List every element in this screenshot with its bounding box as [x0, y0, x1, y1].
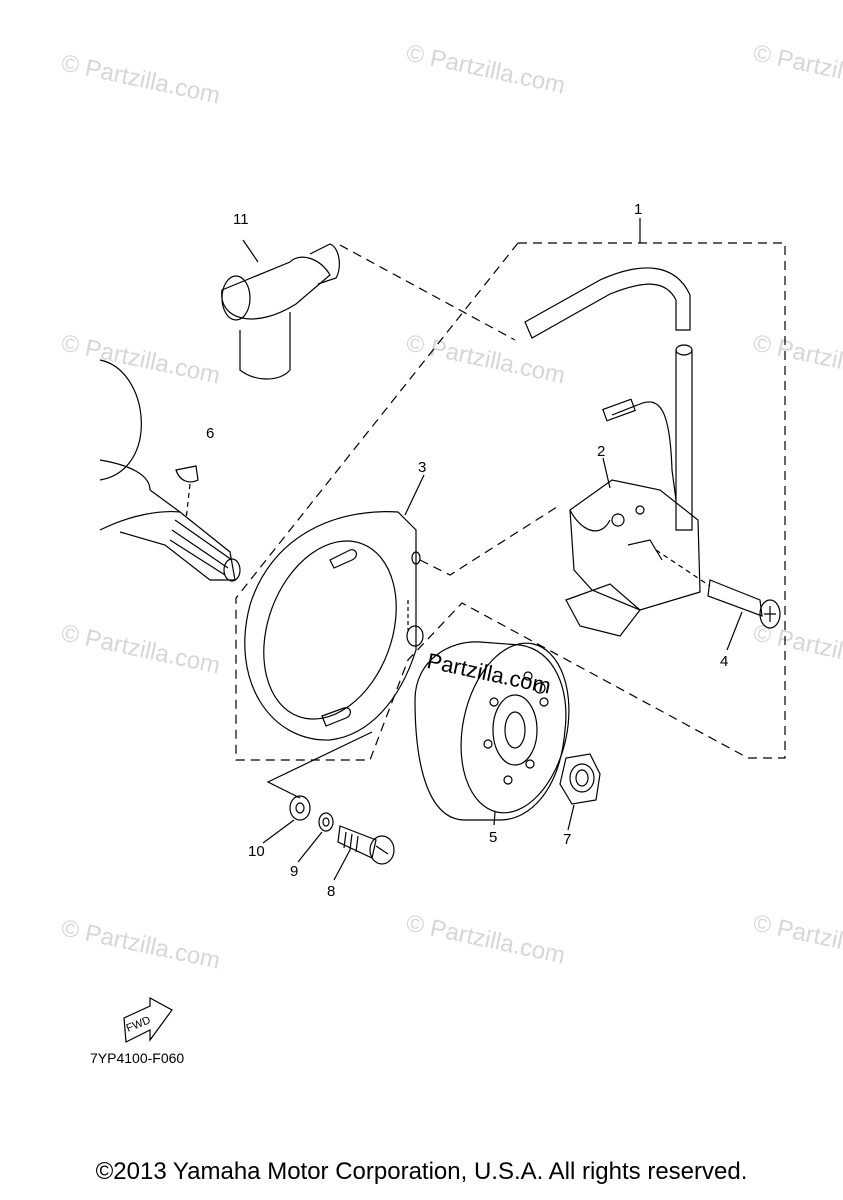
- leader-line: [262, 819, 295, 844]
- watermark: © Partzilla.com: [59, 49, 223, 109]
- callout-9: 9: [290, 863, 298, 880]
- flywheel-nut: [559, 753, 601, 805]
- leader-line: [419, 504, 561, 576]
- leader-line: [185, 483, 191, 521]
- callout-4: 4: [720, 653, 728, 670]
- callout-11: 11: [233, 211, 249, 228]
- stator-bolt: [337, 825, 395, 865]
- flywheel-rotor: [414, 641, 570, 821]
- watermark: © Partzilla.com: [751, 619, 843, 679]
- leader-line: [567, 804, 575, 831]
- woodruff-key: [175, 465, 199, 483]
- fwd-label: FWD: [125, 1014, 153, 1035]
- screw: [655, 549, 781, 629]
- leader-line: [726, 611, 743, 651]
- source-coil: [565, 479, 701, 637]
- watermark: © Partzilla.com: [404, 909, 568, 969]
- leader-line: [493, 811, 496, 826]
- sensor-wire: [611, 401, 677, 501]
- watermark: © Partzilla.com: [404, 39, 568, 99]
- callouts: 1 2 3 4 5 6 7 8 9 10 11: [206, 201, 728, 900]
- leader-line: [404, 474, 425, 516]
- callout-10: 10: [248, 843, 265, 860]
- watermark-layer: © Partzilla.com © Partzilla.com © Partzi…: [59, 39, 843, 974]
- flat-washer: [289, 795, 311, 821]
- leader-line: [297, 831, 323, 863]
- stator-plate: [244, 511, 421, 741]
- callout-8: 8: [327, 883, 335, 900]
- callout-7: 7: [563, 831, 571, 848]
- leader-line: [602, 457, 611, 489]
- wire-connector: [602, 398, 636, 422]
- callout-2: 2: [597, 443, 605, 460]
- watermark: © Partzilla.com: [751, 329, 843, 389]
- callout-1: 1: [634, 201, 642, 218]
- fwd-arrow-icon: FWD: [123, 996, 173, 1043]
- watermark: © Partzilla.com: [59, 619, 223, 679]
- watermark: © Partzilla.com: [751, 909, 843, 969]
- lock-washer: [318, 812, 334, 832]
- watermark: © Partzilla.com: [404, 329, 568, 389]
- watermark: © Partzilla.com: [751, 39, 843, 99]
- crankshaft: [99, 359, 241, 582]
- spark-plug-cap: [221, 239, 340, 380]
- high-tension-lead: [524, 267, 693, 531]
- leader-line: [339, 244, 516, 341]
- watermark: © Partzilla.com: [59, 914, 223, 974]
- callout-5: 5: [489, 829, 497, 846]
- copyright-notice: ©2013 Yamaha Motor Corporation, U.S.A. A…: [95, 1158, 748, 1185]
- diagram-code: 7YP4100-F060: [90, 1050, 185, 1066]
- leader-line: [266, 731, 373, 799]
- watermark: © Partzilla.com: [59, 329, 223, 389]
- callout-3: 3: [418, 459, 426, 476]
- callout-6: 6: [206, 425, 214, 442]
- leader-line: [242, 239, 259, 263]
- leader-line: [333, 849, 351, 881]
- stator-nut: [406, 625, 424, 647]
